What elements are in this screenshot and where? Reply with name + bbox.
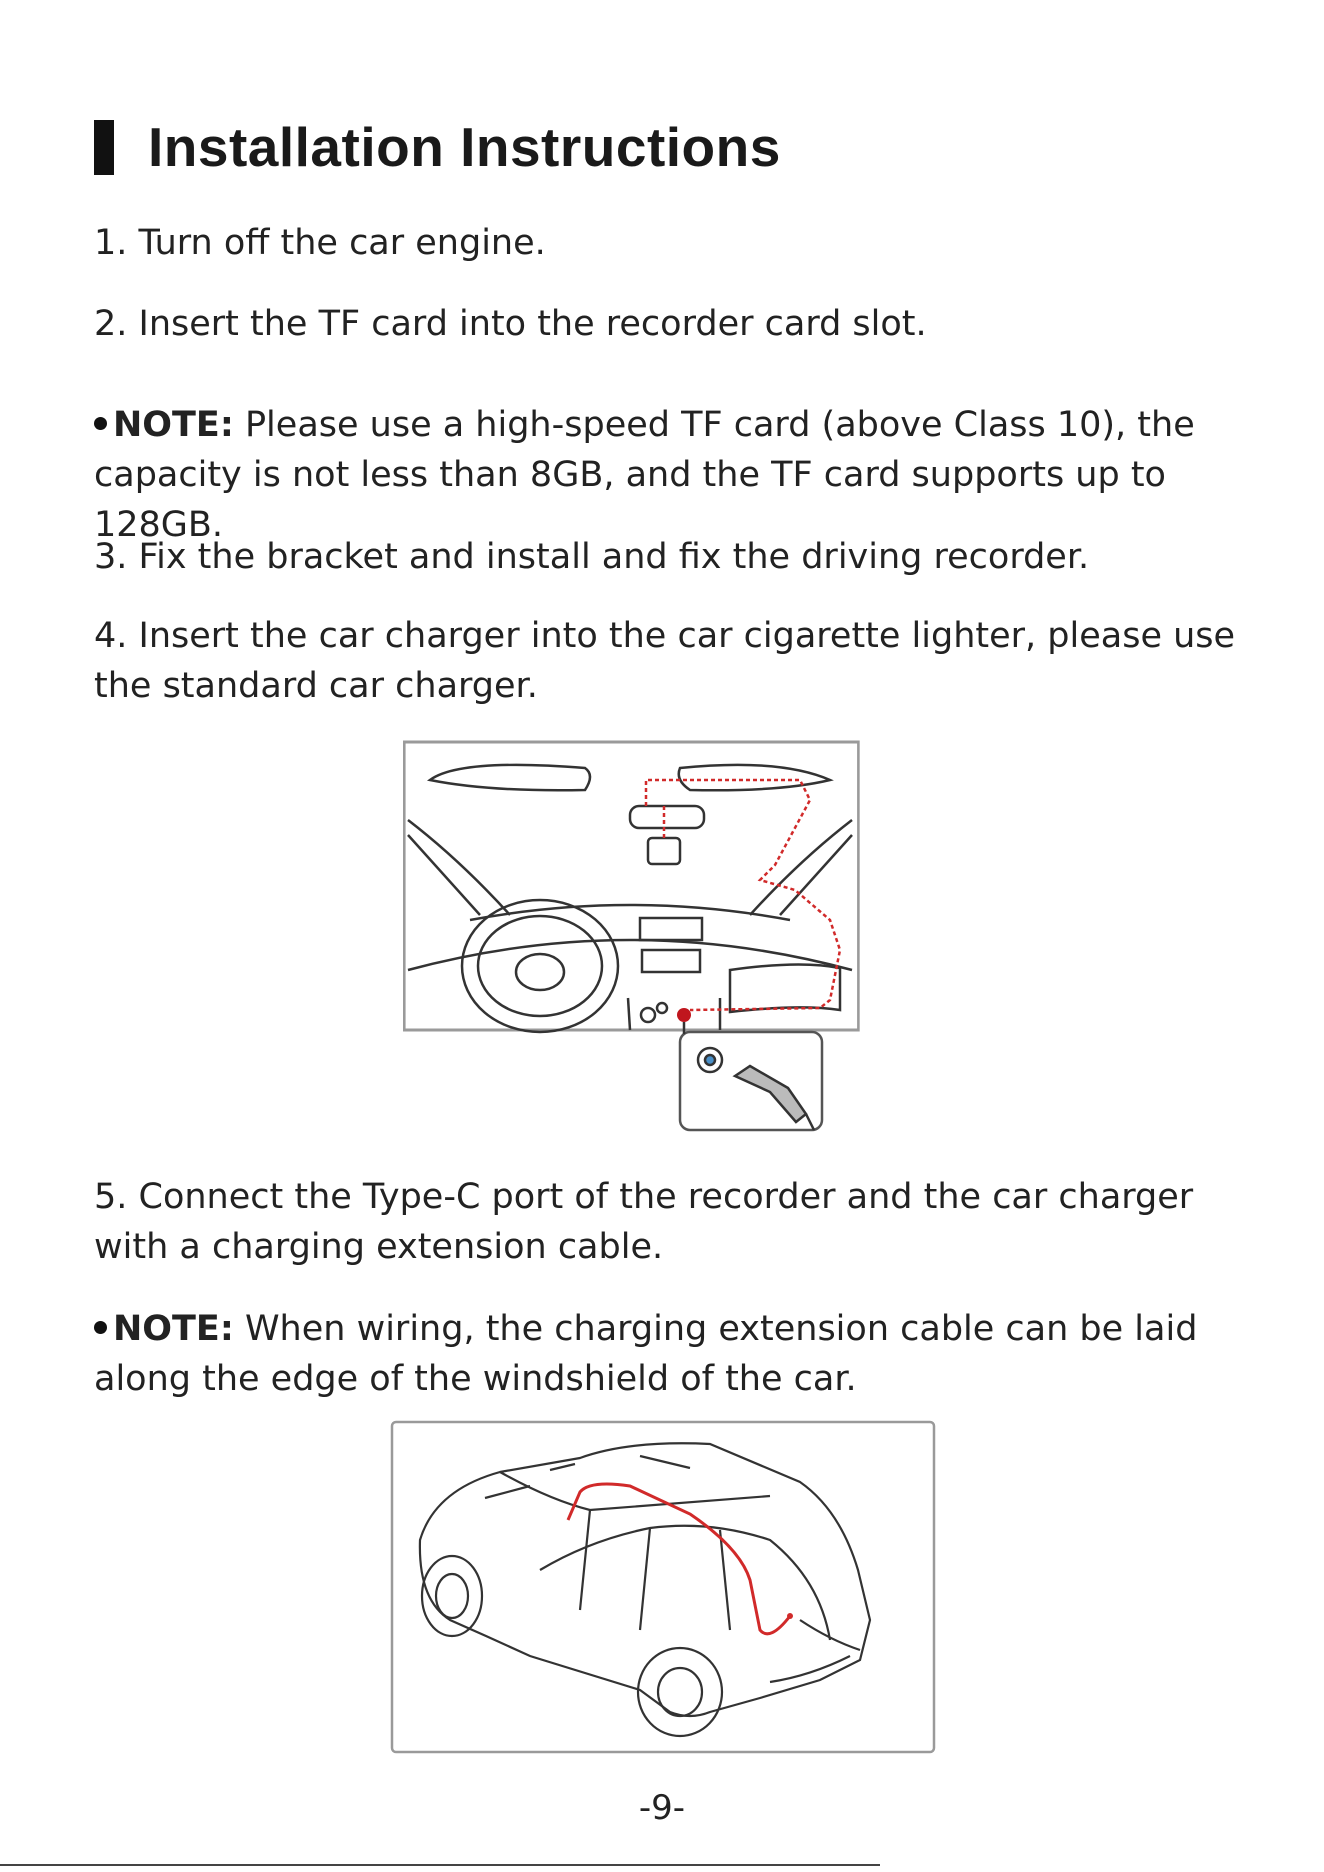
note-2-label: NOTE: — [113, 1309, 234, 1349]
note-1-text: Please use a high-speed TF card (above C… — [94, 405, 1195, 545]
bullet-icon — [94, 1320, 107, 1334]
note-1-label: NOTE: — [113, 405, 234, 445]
step-2: 2. Insert the TF card into the recorder … — [94, 304, 927, 344]
suv-cable-route-figure — [390, 1420, 936, 1754]
page-number: -9- — [638, 1788, 686, 1828]
step-3: 3. Fix the bracket and install and fix t… — [94, 537, 1090, 577]
step-4: 4. Insert the car charger into the car c… — [94, 616, 1236, 706]
footer-divider — [0, 1864, 880, 1866]
note-2: NOTE: When wiring, the charging extensio… — [94, 1304, 1244, 1404]
bullet-icon — [94, 416, 107, 430]
page-heading: Installation Instructions — [94, 116, 781, 178]
note-2-text: When wiring, the charging extension cabl… — [94, 1309, 1198, 1399]
car-interior-figure — [403, 740, 860, 1132]
step-5: 5. Connect the Type-C port of the record… — [94, 1177, 1194, 1267]
note-1: NOTE: Please use a high-speed TF card (a… — [94, 400, 1244, 550]
heading-bar-marker — [94, 119, 114, 175]
step-1: 1. Turn off the car engine. — [94, 223, 546, 263]
page-title: Installation Instructions — [148, 116, 781, 178]
